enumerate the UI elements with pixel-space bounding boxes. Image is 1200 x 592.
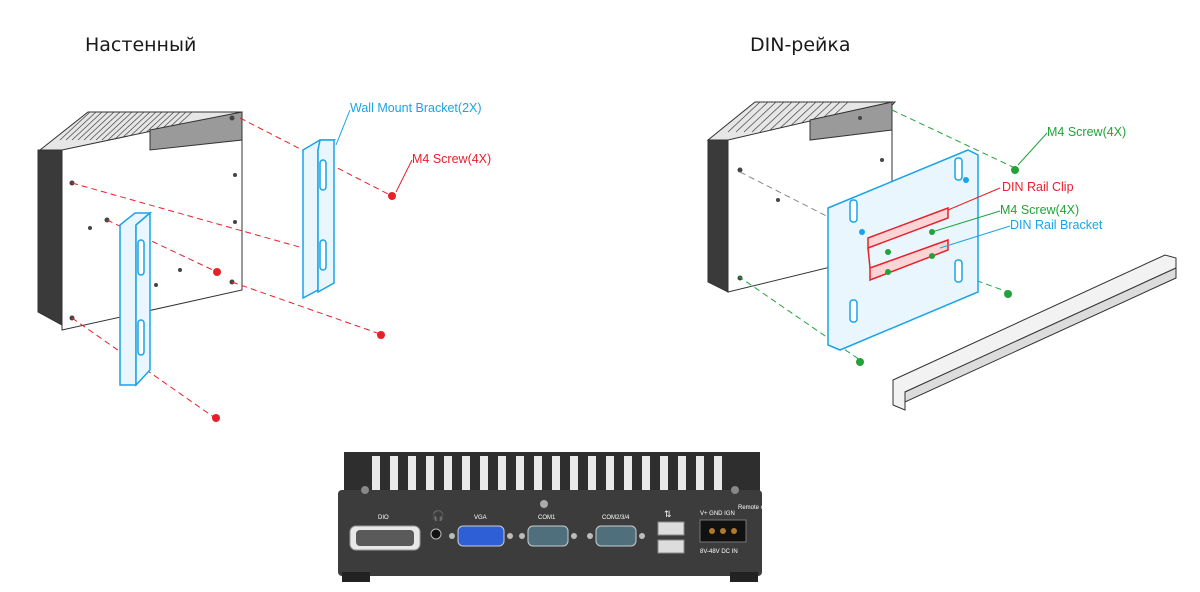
wall-mount-bracket — [119, 211, 153, 387]
pc-chassis-left — [37, 111, 243, 331]
vga-port — [449, 525, 513, 547]
dio-port — [349, 525, 421, 551]
com1-port — [519, 525, 577, 547]
com234-label: COM2/3/4 — [602, 515, 630, 521]
com234-port — [587, 525, 645, 547]
screw-icon — [212, 192, 396, 422]
headphone-icon: 🎧 — [432, 509, 444, 522]
dio-label: DIO — [378, 515, 389, 521]
wall-mount-bracket — [302, 139, 337, 300]
dc-in-label: 8V-48V DC IN — [700, 549, 738, 555]
audio-jack — [430, 528, 442, 540]
din-screw-mid-callout: M4 Screw(4X) — [1000, 203, 1079, 217]
wall-bracket-callout: Wall Mount Bracket(2X) — [350, 101, 482, 115]
vga-label: VGA — [474, 515, 487, 521]
dc-in-terminal — [699, 519, 747, 543]
heading-din-rail: DIN-рейка — [750, 34, 851, 56]
rear-panel: DIO 🎧 VGA COM1 COM2/3/4 ⇅ V+ — [338, 452, 776, 582]
wall-mount-illustration: Wall Mount Bracket(2X) M4 Screw(4X) — [37, 101, 491, 422]
wall-screw-callout: M4 Screw(4X) — [412, 152, 491, 166]
remote-label: Remote on/off — [738, 505, 776, 511]
din-clip-callout: DIN Rail Clip — [1002, 180, 1074, 194]
heading-wall-mount: Настенный — [85, 34, 197, 56]
usb-port — [657, 521, 685, 536]
screw-icon — [856, 166, 1019, 366]
din-screw-top-callout: M4 Screw(4X) — [1047, 125, 1126, 139]
usb-icon: ⇅ — [664, 509, 672, 519]
din-rail-illustration: M4 Screw(4X) DIN Rail Clip M4 Screw(4X) … — [706, 101, 1177, 411]
usb-port — [657, 539, 685, 554]
din-rail — [892, 254, 1177, 411]
din-bracket-callout: DIN Rail Bracket — [1010, 218, 1103, 232]
com1-label: COM1 — [538, 515, 556, 521]
din-rail-bracket — [827, 149, 979, 351]
power-pin-labels: V+ GND IGN — [700, 511, 735, 517]
